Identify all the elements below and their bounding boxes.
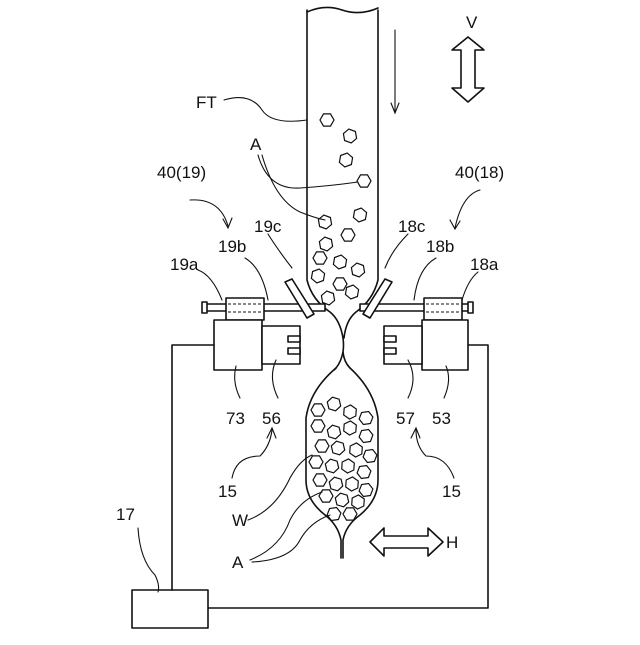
product-piece	[311, 420, 325, 432]
label-15-left: 15	[218, 482, 237, 501]
label-18b: 18b	[426, 237, 454, 256]
products-in-bag	[309, 397, 377, 520]
product-piece	[344, 421, 357, 435]
product-piece	[352, 495, 365, 509]
label-a-top: A	[250, 135, 262, 154]
product-piece	[333, 278, 347, 290]
label-h: H	[446, 533, 458, 552]
product-piece	[329, 477, 342, 491]
product-piece	[344, 405, 357, 419]
label-19b: 19b	[218, 237, 246, 256]
product-piece	[346, 477, 359, 491]
label-19a: 19a	[170, 255, 199, 274]
label-73: 73	[226, 409, 245, 428]
product-piece	[345, 285, 358, 299]
product-piece	[313, 252, 327, 264]
label-19c: 19c	[254, 217, 282, 236]
product-piece	[311, 404, 325, 416]
label-56: 56	[262, 409, 281, 428]
feed-direction-arrow	[391, 30, 399, 113]
label-ft: FT	[196, 93, 217, 112]
product-piece	[311, 269, 324, 283]
products-in-tube	[311, 114, 371, 305]
product-piece	[335, 493, 348, 507]
product-piece	[351, 263, 364, 277]
product-piece	[313, 474, 327, 486]
label-v: V	[466, 13, 478, 32]
product-piece	[331, 441, 344, 455]
left-seal-jaw-19	[202, 279, 325, 370]
label-17: 17	[116, 505, 135, 524]
label-53: 53	[432, 409, 451, 428]
label-40-19: 40(19)	[157, 163, 206, 182]
product-piece	[325, 459, 338, 473]
product-piece	[353, 208, 366, 222]
label-w: W	[232, 511, 248, 530]
product-piece	[309, 456, 323, 468]
product-piece	[320, 114, 334, 126]
product-piece	[319, 237, 332, 251]
horizontal-double-arrow	[370, 528, 443, 556]
label-57: 57	[396, 409, 415, 428]
product-piece	[315, 440, 329, 452]
product-piece	[359, 430, 373, 443]
product-piece	[321, 291, 334, 305]
product-piece	[327, 508, 341, 521]
product-piece	[363, 450, 377, 463]
product-piece	[342, 459, 355, 473]
product-piece	[350, 443, 363, 457]
product-piece	[343, 129, 356, 143]
product-piece	[341, 229, 355, 241]
vertical-double-arrow	[452, 37, 484, 102]
product-piece	[339, 153, 352, 167]
product-piece	[359, 412, 373, 425]
product-piece	[359, 484, 373, 497]
product-piece	[327, 397, 340, 411]
product-piece	[319, 490, 333, 502]
product-piece	[327, 425, 340, 439]
label-15-right: 15	[442, 482, 461, 501]
product-piece	[333, 255, 346, 269]
label-a-bottom: A	[232, 553, 244, 572]
controller-17	[132, 345, 488, 628]
label-18a: 18a	[470, 255, 499, 274]
product-piece	[357, 466, 371, 479]
product-piece	[357, 175, 371, 187]
label-40-18: 40(18)	[455, 163, 504, 182]
product-piece	[343, 508, 357, 520]
product-piece	[318, 215, 331, 229]
label-18c: 18c	[398, 217, 426, 236]
right-seal-jaw-18	[360, 279, 473, 370]
